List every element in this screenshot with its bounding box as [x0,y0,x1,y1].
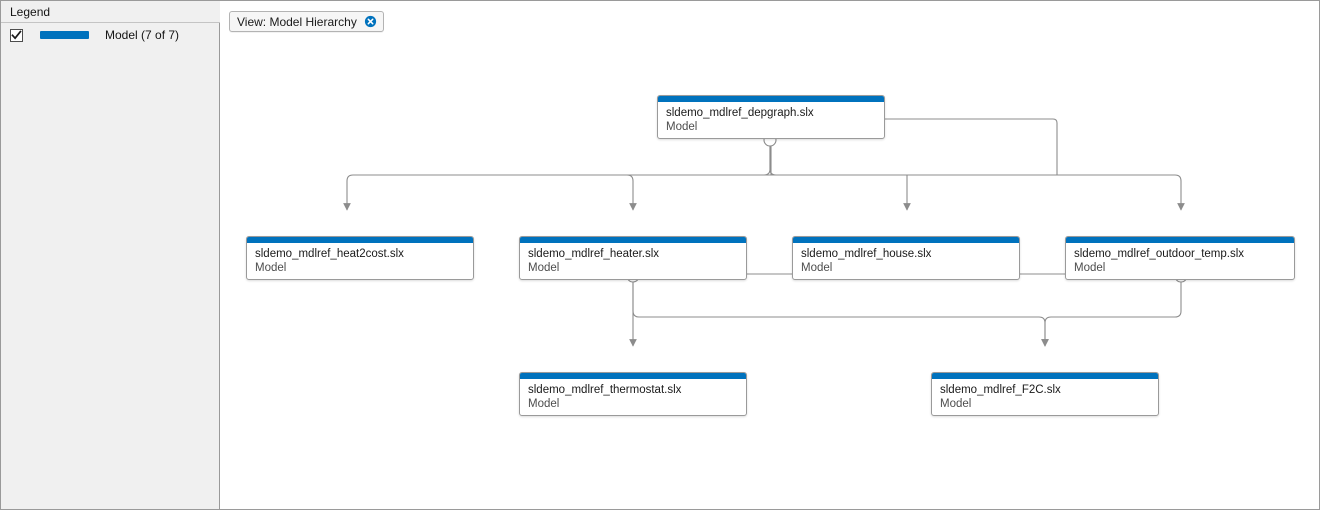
node-title: sldemo_mdlref_heater.slx [528,248,660,260]
legend-list: Model (7 of 7) [1,24,220,509]
node-body: sldemo_mdlref_thermostat.slx Model [520,379,746,415]
node-title: sldemo_mdlref_depgraph.slx [666,107,814,119]
node-title: sldemo_mdlref_house.slx [801,248,932,260]
node-accent-bar [1066,237,1294,243]
node-house[interactable]: sldemo_mdlref_house.slx Model [792,236,1020,280]
node-heater[interactable]: sldemo_mdlref_heater.slx Model [519,236,747,280]
node-accent-bar [932,373,1158,379]
node-body: sldemo_mdlref_depgraph.slx Model [658,102,884,138]
node-title: sldemo_mdlref_outdoor_temp.slx [1074,248,1245,260]
node-body: sldemo_mdlref_house.slx Model [793,243,1019,279]
node-accent-bar [793,237,1019,243]
node-subtitle: Model [528,262,560,274]
node-depgraph[interactable]: sldemo_mdlref_depgraph.slx Model [657,95,885,139]
node-body: sldemo_mdlref_outdoor_temp.slx Model [1066,243,1294,279]
node-f2c[interactable]: sldemo_mdlref_F2C.slx Model [931,372,1159,416]
node-title: sldemo_mdlref_thermostat.slx [528,384,682,396]
checkmark-icon [11,29,22,40]
legend-item-model[interactable]: Model (7 of 7) [1,24,220,46]
node-title: sldemo_mdlref_F2C.slx [940,384,1061,396]
legend-header: Legend [1,1,220,23]
graph-canvas[interactable]: View: Model Hierarchy [221,1,1319,509]
node-title: sldemo_mdlref_heat2cost.slx [255,248,404,260]
legend-panel: Legend Model (7 of 7) [1,1,220,509]
view-filter-chip-label: View: Model Hierarchy [237,14,357,29]
hierarchy-graph: sldemo_mdlref_depgraph.slx Model sldemo_… [221,1,1319,509]
node-body: sldemo_mdlref_heater.slx Model [520,243,746,279]
node-subtitle: Model [255,262,287,274]
node-subtitle: Model [528,398,560,410]
node-outdoor-temp[interactable]: sldemo_mdlref_outdoor_temp.slx Model [1065,236,1295,280]
node-accent-bar [658,96,884,102]
legend-checkbox-model[interactable] [10,28,23,42]
node-subtitle: Model [801,262,833,274]
node-body: sldemo_mdlref_heat2cost.slx Model [247,243,473,279]
node-subtitle: Model [1074,262,1106,274]
node-accent-bar [247,237,473,243]
node-subtitle: Model [666,121,698,133]
node-subtitle: Model [940,398,972,410]
node-heat2cost[interactable]: sldemo_mdlref_heat2cost.slx Model [246,236,474,280]
node-body: sldemo_mdlref_F2C.slx Model [932,379,1158,415]
node-accent-bar [520,373,746,379]
node-accent-bar [520,237,746,243]
legend-title: Legend [10,4,51,19]
legend-color-swatch-model [40,31,89,39]
legend-label-model: Model (7 of 7) [105,28,180,42]
close-circle-icon[interactable] [364,15,377,28]
node-thermostat[interactable]: sldemo_mdlref_thermostat.slx Model [519,372,747,416]
view-filter-chip[interactable]: View: Model Hierarchy [229,11,384,32]
